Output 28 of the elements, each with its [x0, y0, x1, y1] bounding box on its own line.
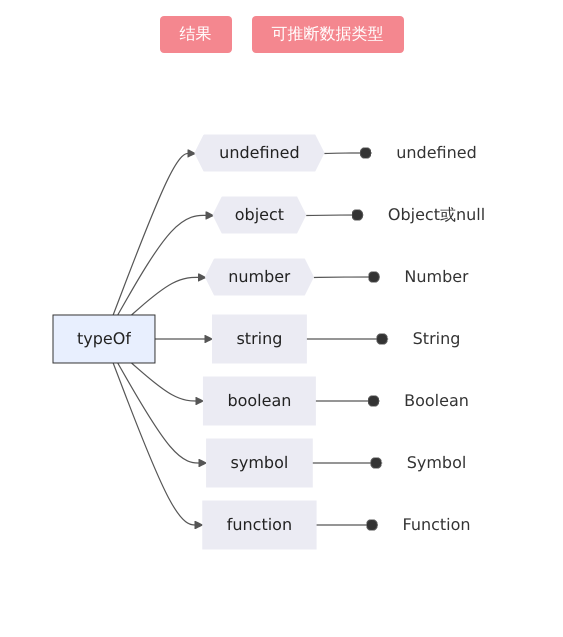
arrow [113, 362, 204, 530]
connector [316, 394, 381, 408]
arrow [131, 362, 204, 406]
node-box: symbol [206, 438, 314, 488]
legend-key: 结果 [160, 16, 232, 53]
node-text: Boolean [404, 390, 470, 410]
connector [306, 332, 390, 346]
arrow [131, 272, 207, 316]
node-box: string [212, 314, 308, 364]
connector [324, 146, 373, 160]
node-text: Object或null [388, 204, 486, 224]
node-box: typeOf [52, 314, 156, 364]
node-box: boolean [203, 376, 316, 426]
node-text: undefined [396, 143, 478, 162]
node-text: Number [404, 266, 470, 286]
legend-key: 可推断数据类型 [252, 16, 404, 53]
arrow [118, 362, 208, 468]
arrow [118, 211, 214, 316]
connector [314, 270, 381, 284]
node-text: String [413, 328, 461, 348]
arrow [155, 334, 214, 344]
connector [306, 208, 364, 222]
connector [312, 456, 384, 470]
node-text: Function [402, 514, 471, 534]
node-box: function [202, 500, 318, 550]
connector [316, 518, 379, 532]
node-text: Symbol [407, 452, 467, 472]
arrow [113, 148, 196, 316]
